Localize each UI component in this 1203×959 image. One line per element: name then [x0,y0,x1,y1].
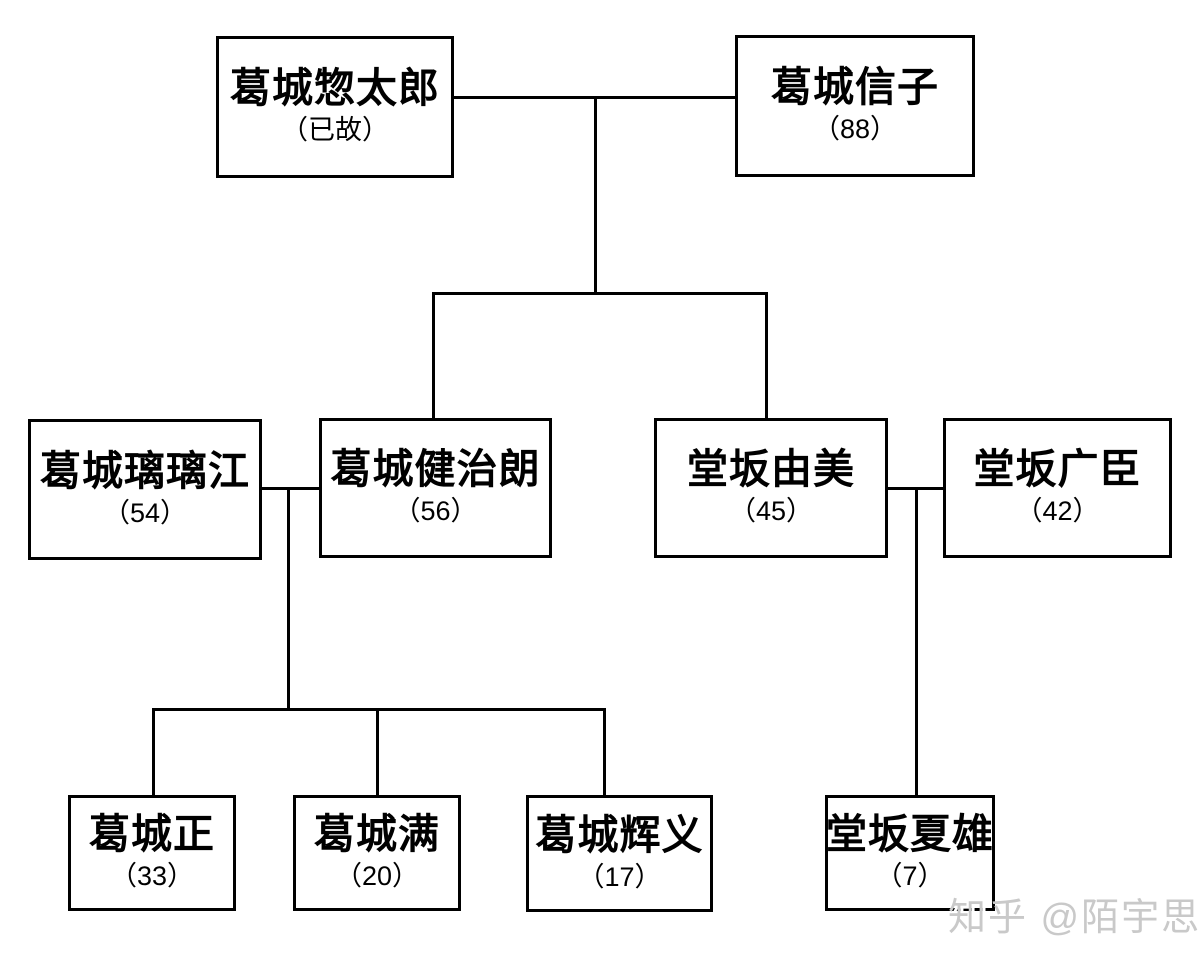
connector-drop-yumi [765,292,768,420]
person-note: （已故） [281,115,389,146]
person-box-teruyoshi: 葛城辉义 （17） [526,795,713,912]
connector-drop-teruyoshi [603,708,606,797]
person-box-kenjiro: 葛城健治朗 （56） [319,418,552,558]
person-note: （88） [812,114,898,145]
person-note: （42） [1015,496,1100,527]
person-note: （54） [102,497,188,528]
person-name: 堂坂广臣 [973,446,1142,493]
person-note: （45） [728,496,814,527]
person-note: （56） [393,496,478,527]
person-box-natsuo: 堂坂夏雄 （7） [825,795,995,911]
person-name: 葛城辉义 [535,811,704,858]
connector-descent-gen1 [594,96,597,294]
person-name: 葛城满 [314,811,440,858]
person-note: （17） [577,861,662,892]
person-name: 堂坂夏雄 [826,811,994,858]
person-name: 葛城信子 [771,64,939,111]
person-note: （33） [109,861,195,892]
person-name: 葛城正 [89,811,215,858]
connector-drop-mitsuru [376,708,379,797]
person-box-hiroomi: 堂坂广臣 （42） [943,418,1172,558]
connector-siblings-gen3 [152,708,606,711]
connector-couple-ririe-kenjiro [262,487,319,490]
person-note: （7） [875,861,945,892]
person-box-tadashi: 葛城正 （33） [68,795,236,911]
connector-drop-tadashi [152,708,155,797]
connector-descent-natsuo [915,487,918,797]
person-name: 葛城惣太郎 [230,65,440,112]
person-box-sotaro: 葛城惣太郎 （已故） [216,36,454,178]
connector-siblings-gen2 [432,292,768,295]
connector-descent-ririe-kenjiro [287,487,290,711]
person-box-mitsuru: 葛城满 （20） [293,795,461,911]
person-name: 葛城璃璃江 [40,447,250,494]
person-box-nobuko: 葛城信子 （88） [735,35,975,177]
person-box-ririe: 葛城璃璃江 （54） [28,419,262,560]
person-name: 堂坂由美 [687,446,855,493]
person-note: （20） [334,861,420,892]
connector-drop-kenjiro [432,292,435,420]
person-name: 葛城健治朗 [330,446,541,493]
watermark-text: 知乎 @陌宇思 [948,897,1202,939]
person-box-yumi: 堂坂由美 （45） [654,418,888,558]
